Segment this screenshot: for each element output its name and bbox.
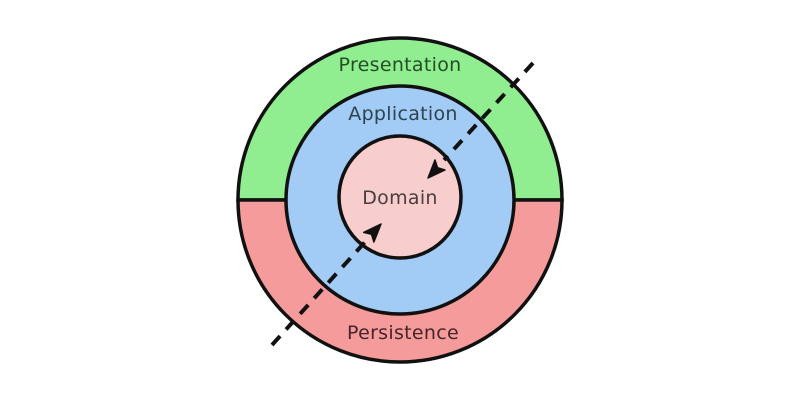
inward-arrow-lower-icon [362, 223, 382, 243]
application-label: Application [348, 103, 457, 125]
dependency-dashed-line-upper [442, 61, 535, 162]
inward-arrow-upper-icon [427, 159, 446, 179]
dependency-dashed-line-lower [270, 240, 367, 347]
domain-circle [337, 134, 463, 260]
persistence-label: Persistence [347, 322, 459, 344]
domain-label: Domain [362, 187, 438, 209]
presentation-label: Presentation [339, 54, 462, 76]
